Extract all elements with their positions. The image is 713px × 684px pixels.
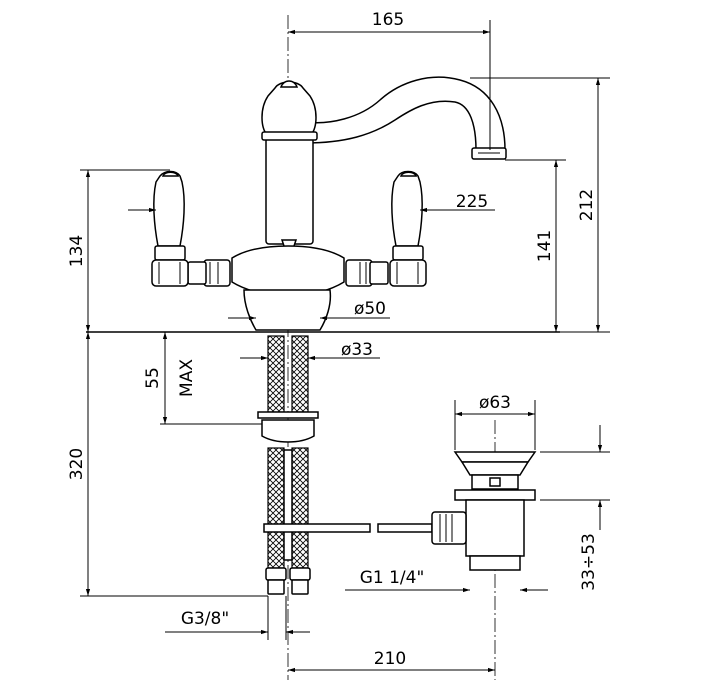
right-lever-handle bbox=[389, 170, 427, 287]
supply-hoses bbox=[257, 335, 433, 595]
pop-up-waste bbox=[431, 451, 537, 571]
dim-dia-33: ø33 bbox=[341, 340, 373, 360]
dimension-lines bbox=[80, 20, 610, 673]
dim-g1-1-4: G1 1/4" bbox=[360, 568, 425, 588]
dim-210: 210 bbox=[374, 649, 406, 669]
faucet-body bbox=[187, 76, 507, 331]
dimension-labels: 165 212 141 134 225 ø50 ø33 55 MAX 320 ø… bbox=[67, 10, 599, 669]
dim-max: MAX bbox=[177, 359, 197, 397]
dim-165: 165 bbox=[372, 10, 404, 30]
dim-225: 225 bbox=[456, 192, 488, 212]
dim-33-53: 33÷53 bbox=[579, 533, 599, 591]
left-lever-handle bbox=[151, 170, 189, 287]
dim-dia-50: ø50 bbox=[354, 299, 386, 319]
dim-134: 134 bbox=[67, 235, 87, 267]
dim-141: 141 bbox=[535, 230, 555, 262]
dim-dia-63: ø63 bbox=[479, 393, 511, 413]
dim-g3-8: G3/8" bbox=[181, 609, 229, 629]
dim-212: 212 bbox=[577, 189, 597, 221]
dim-55: 55 bbox=[143, 367, 163, 389]
dim-320: 320 bbox=[67, 448, 87, 480]
